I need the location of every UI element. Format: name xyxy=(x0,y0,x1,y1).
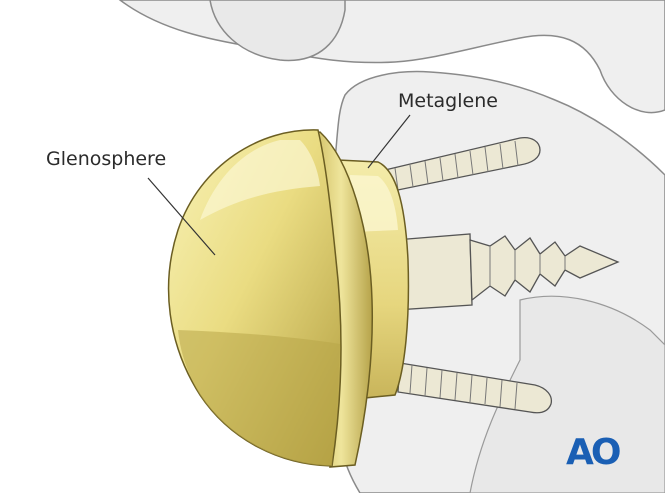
glenosphere-shade xyxy=(178,330,340,466)
metaglene-label: Metaglene xyxy=(398,90,498,112)
glenosphere-label: Glenosphere xyxy=(46,148,166,170)
ao-logo: AO xyxy=(566,432,618,473)
